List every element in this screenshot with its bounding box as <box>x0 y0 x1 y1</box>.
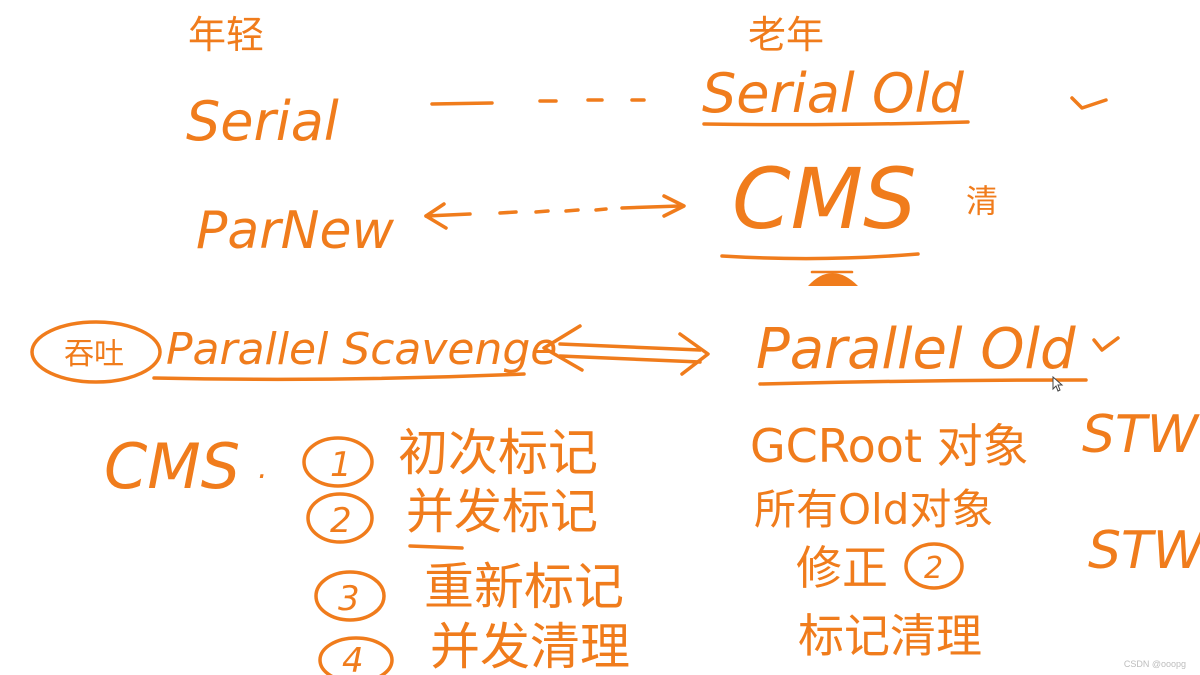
parnew-arrow-right-icon <box>662 194 686 218</box>
parallel-old-check-icon <box>1092 336 1120 352</box>
parallel-double-line <box>558 342 702 364</box>
header-old: 老年 <box>748 13 824 57</box>
step-1-phase: 初次标记 <box>398 424 598 482</box>
serial-old-underline <box>702 120 970 127</box>
cms-label: CMS <box>732 150 916 248</box>
serial-pair-dash <box>430 98 646 106</box>
step-1-circle <box>302 436 374 488</box>
cms-mark-icon <box>808 273 858 286</box>
parallel-arrow-left-icon <box>542 324 584 372</box>
step-1-detail: GCRoot 对象 <box>750 419 1029 473</box>
step-1-number: 1 <box>330 445 352 485</box>
step-4-phase: 并发清理 <box>430 618 630 675</box>
step-2-underline <box>408 544 464 550</box>
watermark: CSDN @ooopg <box>1123 659 1186 669</box>
mouse-cursor-icon <box>1052 376 1064 392</box>
step-3-phase: 重新标记 <box>424 558 624 616</box>
parallel-arrow-right-icon <box>678 332 710 376</box>
cms-steps-dot: . <box>258 451 268 486</box>
step-3-ref-number: 2 <box>924 551 943 586</box>
serial-old-check-icon <box>1070 96 1108 110</box>
header-young: 年轻 <box>188 13 264 57</box>
step-2-number: 2 <box>330 501 352 541</box>
throughput-note: 吞吐 <box>64 337 124 372</box>
parnew-arrow-left-icon <box>424 202 448 230</box>
serial-old-label: Serial Old <box>702 62 964 125</box>
step-2-phase: 并发标记 <box>406 484 598 540</box>
parallel-old-label: Parallel Old <box>756 317 1076 382</box>
serial-label: Serial <box>186 90 339 153</box>
step-3-stw: STW <box>1088 521 1200 581</box>
parnew-label: ParNew <box>196 201 394 261</box>
step-1-stw: STW <box>1082 405 1200 465</box>
step-3-detail: 修正 <box>796 541 888 595</box>
step-4-number: 4 <box>342 641 364 675</box>
cms-side-note: 清 <box>966 182 998 220</box>
step-3-number: 3 <box>338 579 360 619</box>
parallel-old-underline <box>758 378 1088 386</box>
parnew-pair-dash <box>424 204 682 218</box>
parallel-scavenge-label: Parallel Scavenge <box>166 324 557 375</box>
throughput-circle <box>30 320 162 384</box>
cms-underline <box>720 252 920 261</box>
step-3-ref-circle <box>904 542 964 590</box>
cms-steps-label: CMS <box>104 430 240 503</box>
parallel-scavenge-underline <box>152 372 526 382</box>
step-2-detail: 所有Old对象 <box>754 485 993 534</box>
step-4-circle <box>318 636 394 675</box>
step-3-circle <box>314 570 386 622</box>
step-4-detail: 标记清理 <box>798 609 982 663</box>
step-2-circle <box>306 492 374 544</box>
